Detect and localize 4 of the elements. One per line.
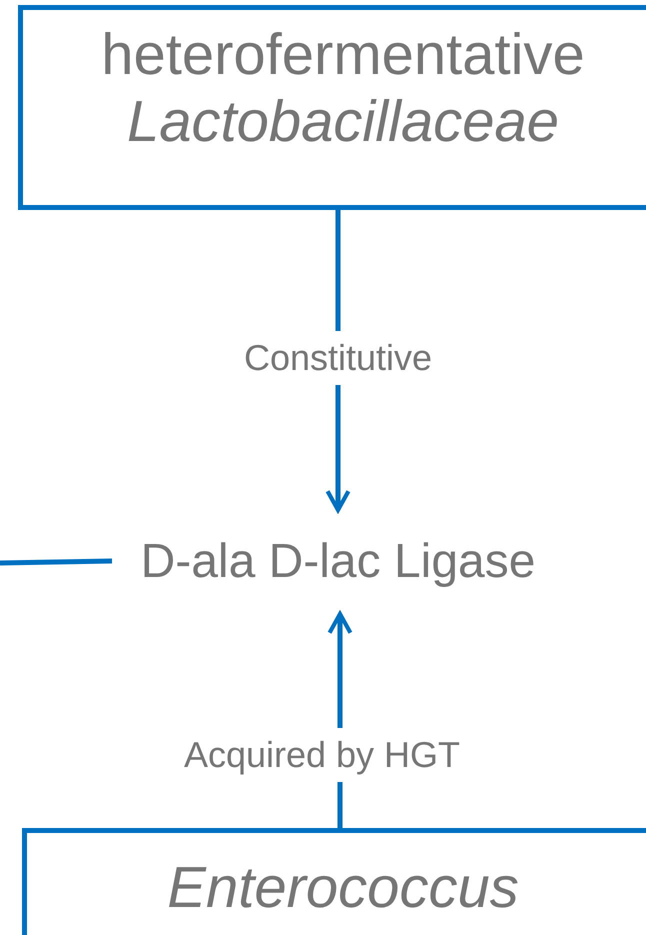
node-label: heterofermentative Lactobacillaceae <box>100 21 586 156</box>
node-label: Enterococcus <box>166 854 520 922</box>
node-label: D-ala D-lac Ligase <box>140 534 536 590</box>
process-box <box>18 5 646 210</box>
